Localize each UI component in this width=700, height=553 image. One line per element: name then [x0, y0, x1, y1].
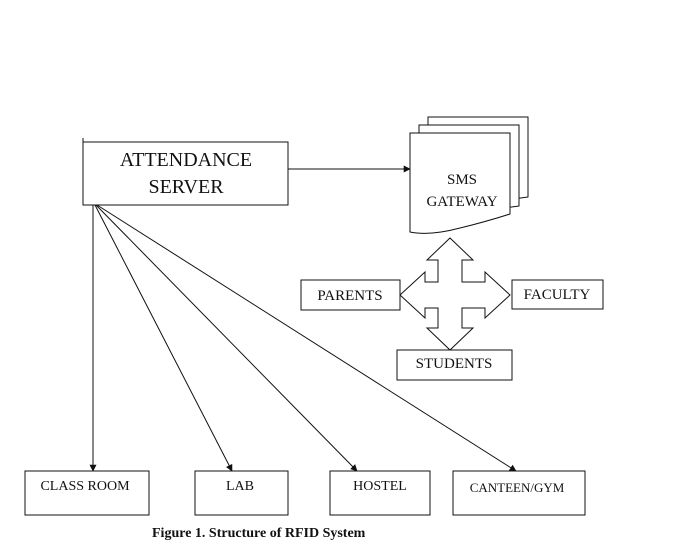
- sms-gateway-stack: SMS GATEWAY: [409, 116, 529, 234]
- canteen-gym-box: CANTEEN/GYM: [452, 470, 586, 516]
- hostel-label: HOSTEL: [353, 479, 407, 494]
- faculty-box: FACULTY: [511, 279, 604, 310]
- server-label-line1: ATTENDANCE: [120, 149, 252, 171]
- students-box: STUDENTS: [396, 349, 513, 381]
- parents-label: PARENTS: [317, 288, 382, 304]
- figure-caption: Figure 1. Structure of RFID System: [152, 526, 366, 541]
- lab-label: LAB: [226, 479, 254, 494]
- arrow-to-hostel: [95, 204, 358, 472]
- gateway-label-line1: SMS: [447, 172, 477, 188]
- faculty-label: FACULTY: [524, 287, 591, 303]
- arrow-to-canteen: [96, 204, 517, 472]
- server-label-line2: SERVER: [148, 176, 224, 198]
- classroom-label: CLASS ROOM: [40, 479, 130, 494]
- hostel-box: HOSTEL: [329, 470, 431, 516]
- parents-box: PARENTS: [300, 279, 401, 311]
- arrow-to-lab: [94, 204, 233, 472]
- attendance-server-box: ATTENDANCE SERVER: [82, 138, 289, 206]
- gateway-label-line2: GATEWAY: [426, 194, 497, 210]
- canteen-label: CANTEEN/GYM: [470, 480, 565, 495]
- four-way-arrow: [399, 237, 511, 351]
- students-label: STUDENTS: [416, 356, 493, 372]
- lab-box: LAB: [194, 470, 289, 516]
- classroom-box: CLASS ROOM: [24, 470, 150, 516]
